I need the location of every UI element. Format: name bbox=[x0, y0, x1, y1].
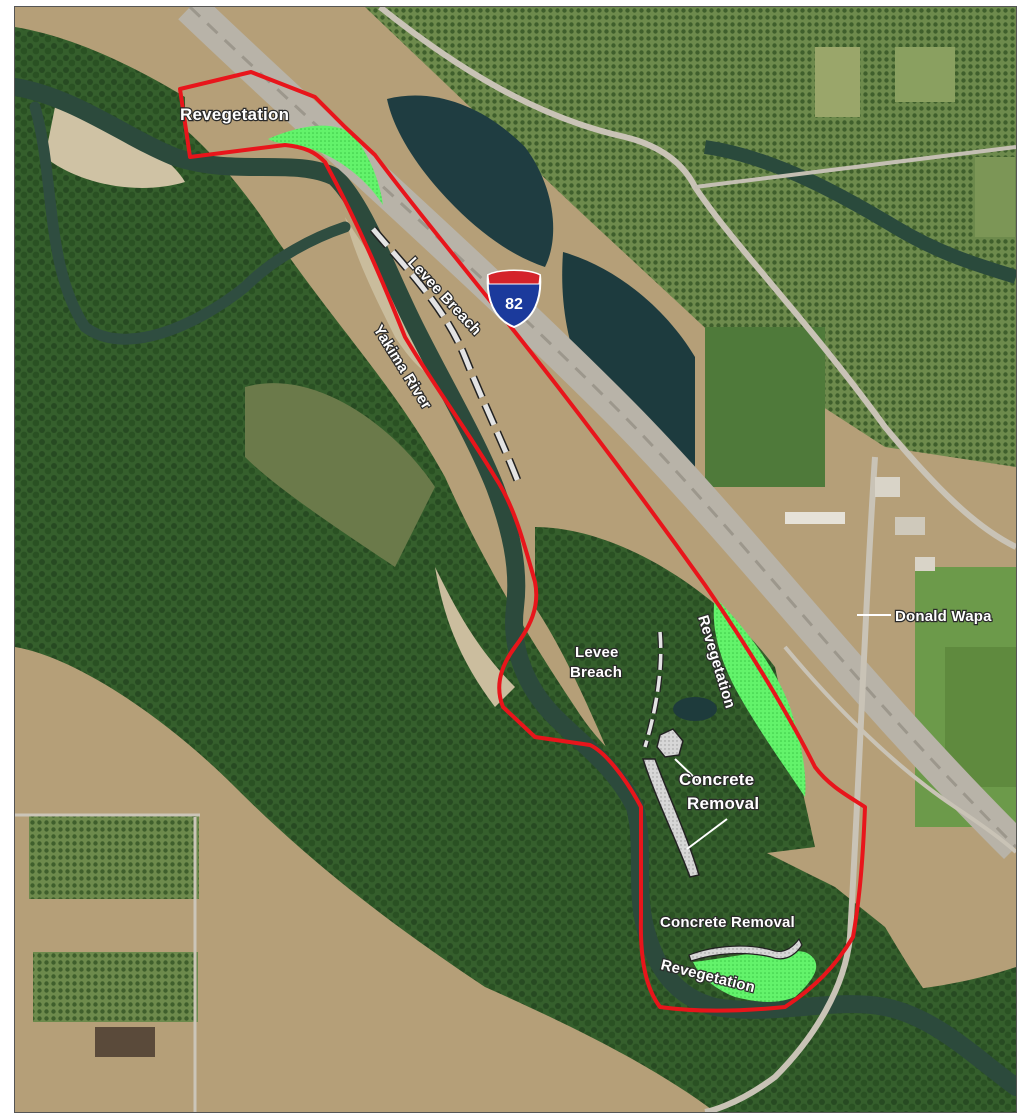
label-levee-breach-lower-2: Breach bbox=[570, 664, 622, 681]
aerial-map[interactable]: 82 Revegetation Levee Breach Yakima Rive… bbox=[15, 7, 1016, 1112]
revegetation-area-bottom bbox=[693, 950, 817, 1002]
map-frame: 82 Revegetation Levee Breach Yakima Rive… bbox=[14, 6, 1017, 1113]
concrete-removal-blob bbox=[656, 728, 684, 758]
revegetation-area-right bbox=[713, 597, 806, 797]
donald-town bbox=[785, 477, 935, 571]
interstate-shield-number: 82 bbox=[505, 296, 523, 313]
interstate-82-shield: 82 bbox=[486, 269, 542, 329]
concrete-leader-line bbox=[674, 758, 699, 782]
ponds bbox=[387, 95, 717, 721]
label-levee-breach-lower-1: Levee bbox=[575, 644, 619, 661]
levee-breaches bbox=[369, 226, 664, 748]
concrete-leader-line-2 bbox=[686, 818, 728, 850]
orchard-fields bbox=[365, 7, 1016, 827]
concrete-removal-strip bbox=[641, 758, 700, 878]
label-concrete-removal-mid-1: Concrete bbox=[679, 770, 754, 789]
levee-breach-upper-line-fill bbox=[371, 227, 523, 488]
concrete-removal-areas bbox=[641, 728, 803, 962]
label-revegetation-top: Revegetation bbox=[180, 105, 289, 124]
project-boundary bbox=[178, 70, 867, 1013]
concrete-removal-bottom-strip bbox=[688, 937, 803, 962]
label-concrete-removal-bottom: Concrete Removal bbox=[660, 914, 795, 931]
label-donald-wapa: Donald Wapa bbox=[895, 608, 992, 625]
label-concrete-removal-mid-2: Removal bbox=[687, 794, 759, 813]
orchard-fields-sw bbox=[29, 815, 199, 1057]
